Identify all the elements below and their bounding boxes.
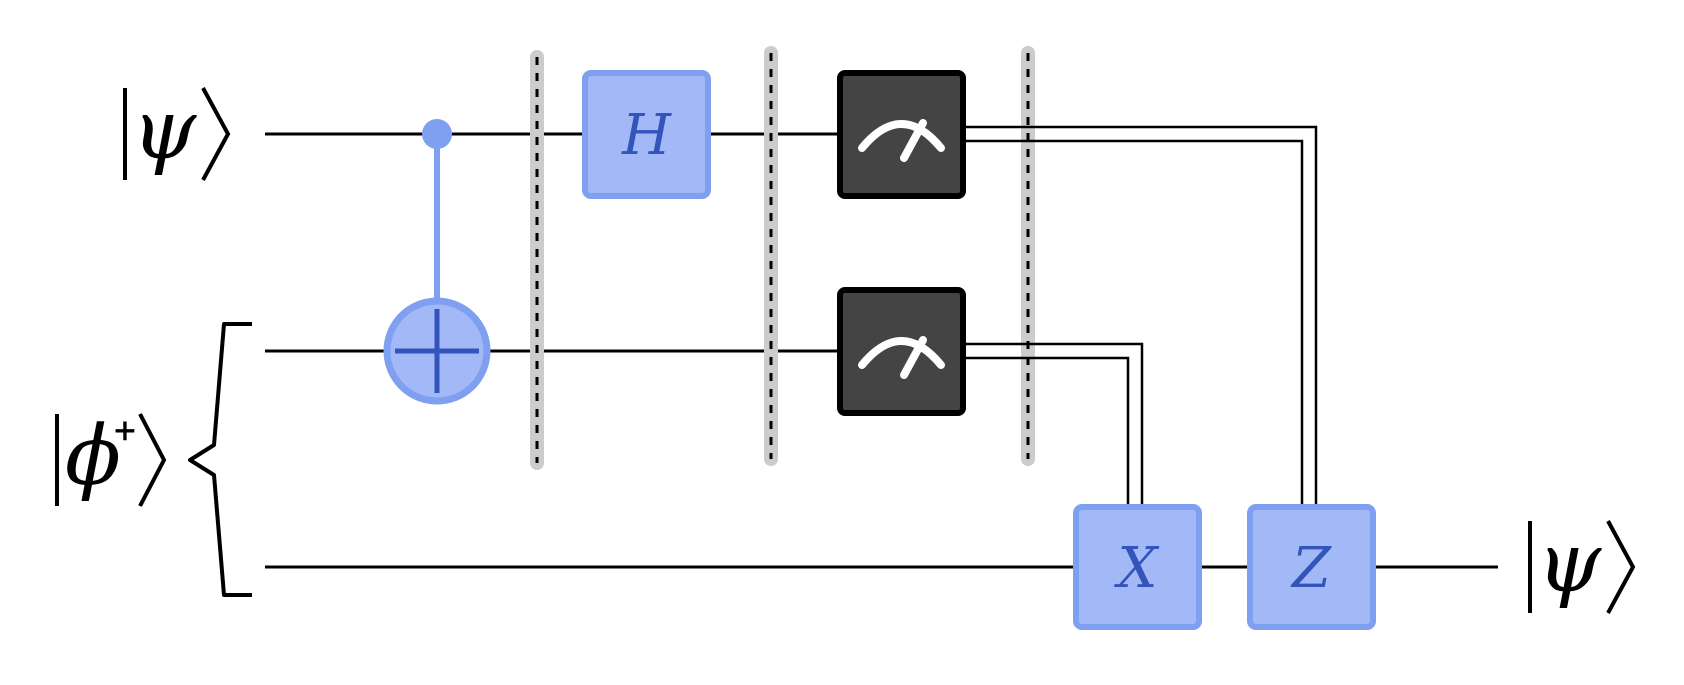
cnot-control-dot — [422, 119, 452, 149]
meter-icon — [858, 337, 945, 369]
input-ket-psi: ψ — [123, 83, 231, 181]
meter-icon — [858, 120, 945, 152]
cnot-gate — [383, 119, 491, 405]
h-gate-label: H — [621, 103, 672, 168]
input-psi-symbol: ψ — [132, 83, 197, 178]
x-gate-label: X — [1114, 536, 1160, 601]
meter-needle-icon — [900, 119, 927, 162]
z-gate: Z — [1247, 504, 1376, 630]
h-gate: H — [582, 70, 711, 199]
bell-pair-brace — [188, 322, 252, 597]
measure-gate-2 — [837, 287, 966, 416]
output-ket-psi: ψ — [1528, 516, 1636, 614]
input-phi-symbol: ϕ — [65, 409, 121, 504]
input-phi-superscript: + — [112, 413, 137, 448]
input-ket-phi-plus: ϕ + — [55, 409, 167, 507]
classical-wire-m1-to-z — [962, 125, 1318, 507]
z-gate-label: Z — [1290, 536, 1332, 601]
x-gate: X — [1073, 504, 1202, 630]
measure-gate-1 — [837, 70, 966, 199]
meter-needle-icon — [900, 336, 927, 379]
output-psi-symbol: ψ — [1537, 516, 1602, 611]
classical-wire-m2-to-x — [962, 342, 1144, 507]
